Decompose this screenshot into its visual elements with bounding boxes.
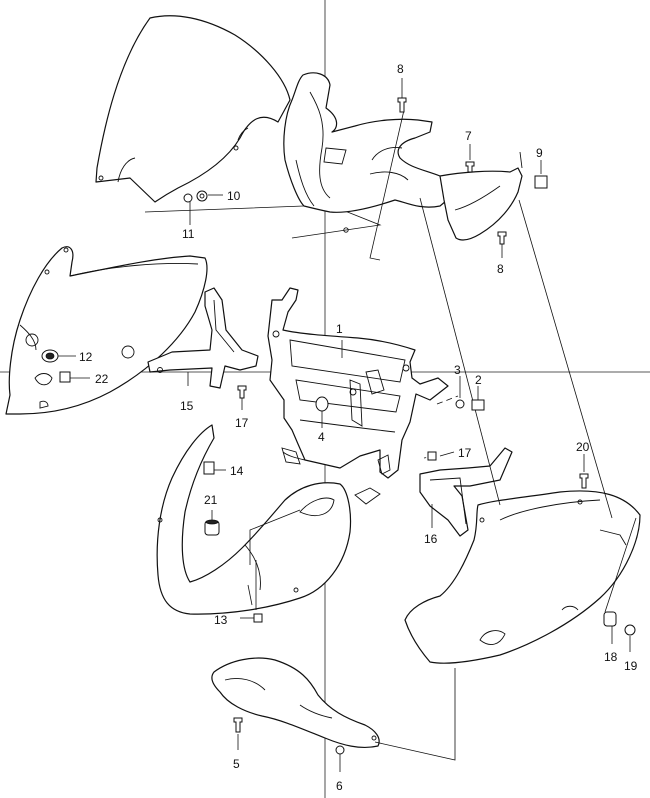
- callout-labels: 1 2 3 4 5 6 7 8 8 9 10 11 12 13 14 15 16…: [79, 62, 638, 793]
- left-upper-cowl: [5, 246, 208, 415]
- callout-5: 5: [233, 757, 240, 771]
- right-air-duct: [439, 151, 523, 241]
- callout-16: 16: [424, 532, 438, 546]
- left-lower-cowl: [156, 424, 352, 615]
- fasteners: [41, 97, 636, 755]
- callout-6: 6: [336, 779, 343, 793]
- upper-inner-panel: [283, 72, 453, 233]
- right-stay-bracket: [419, 447, 513, 537]
- callout-1: 1: [336, 322, 343, 336]
- callout-17-right: 17: [458, 446, 472, 460]
- callout-15: 15: [180, 399, 194, 413]
- callout-18: 18: [604, 650, 618, 664]
- callout-17-left: 17: [235, 416, 249, 430]
- right-lower-cowl: [404, 490, 641, 664]
- callout-20: 20: [576, 440, 590, 454]
- mounting-plane-line: [144, 204, 382, 239]
- callout-3: 3: [454, 363, 461, 377]
- callout-8-bottom: 8: [497, 262, 504, 276]
- callout-12: 12: [79, 350, 93, 364]
- callout-14: 14: [230, 464, 244, 478]
- callout-22: 22: [95, 372, 109, 386]
- callout-4: 4: [318, 430, 325, 444]
- windscreen: [95, 15, 291, 203]
- callout-10: 10: [227, 189, 241, 203]
- left-stay-bracket: [147, 287, 259, 389]
- callout-8-top: 8: [397, 62, 404, 76]
- callout-19: 19: [624, 659, 638, 673]
- fairing-stay-bracket: [267, 287, 449, 505]
- callout-13: 13: [214, 613, 228, 627]
- callout-7: 7: [465, 129, 472, 143]
- under-cowl: [211, 657, 380, 749]
- callout-21: 21: [204, 493, 218, 507]
- callout-2: 2: [475, 373, 482, 387]
- callout-9: 9: [536, 146, 543, 160]
- callout-11: 11: [182, 227, 195, 241]
